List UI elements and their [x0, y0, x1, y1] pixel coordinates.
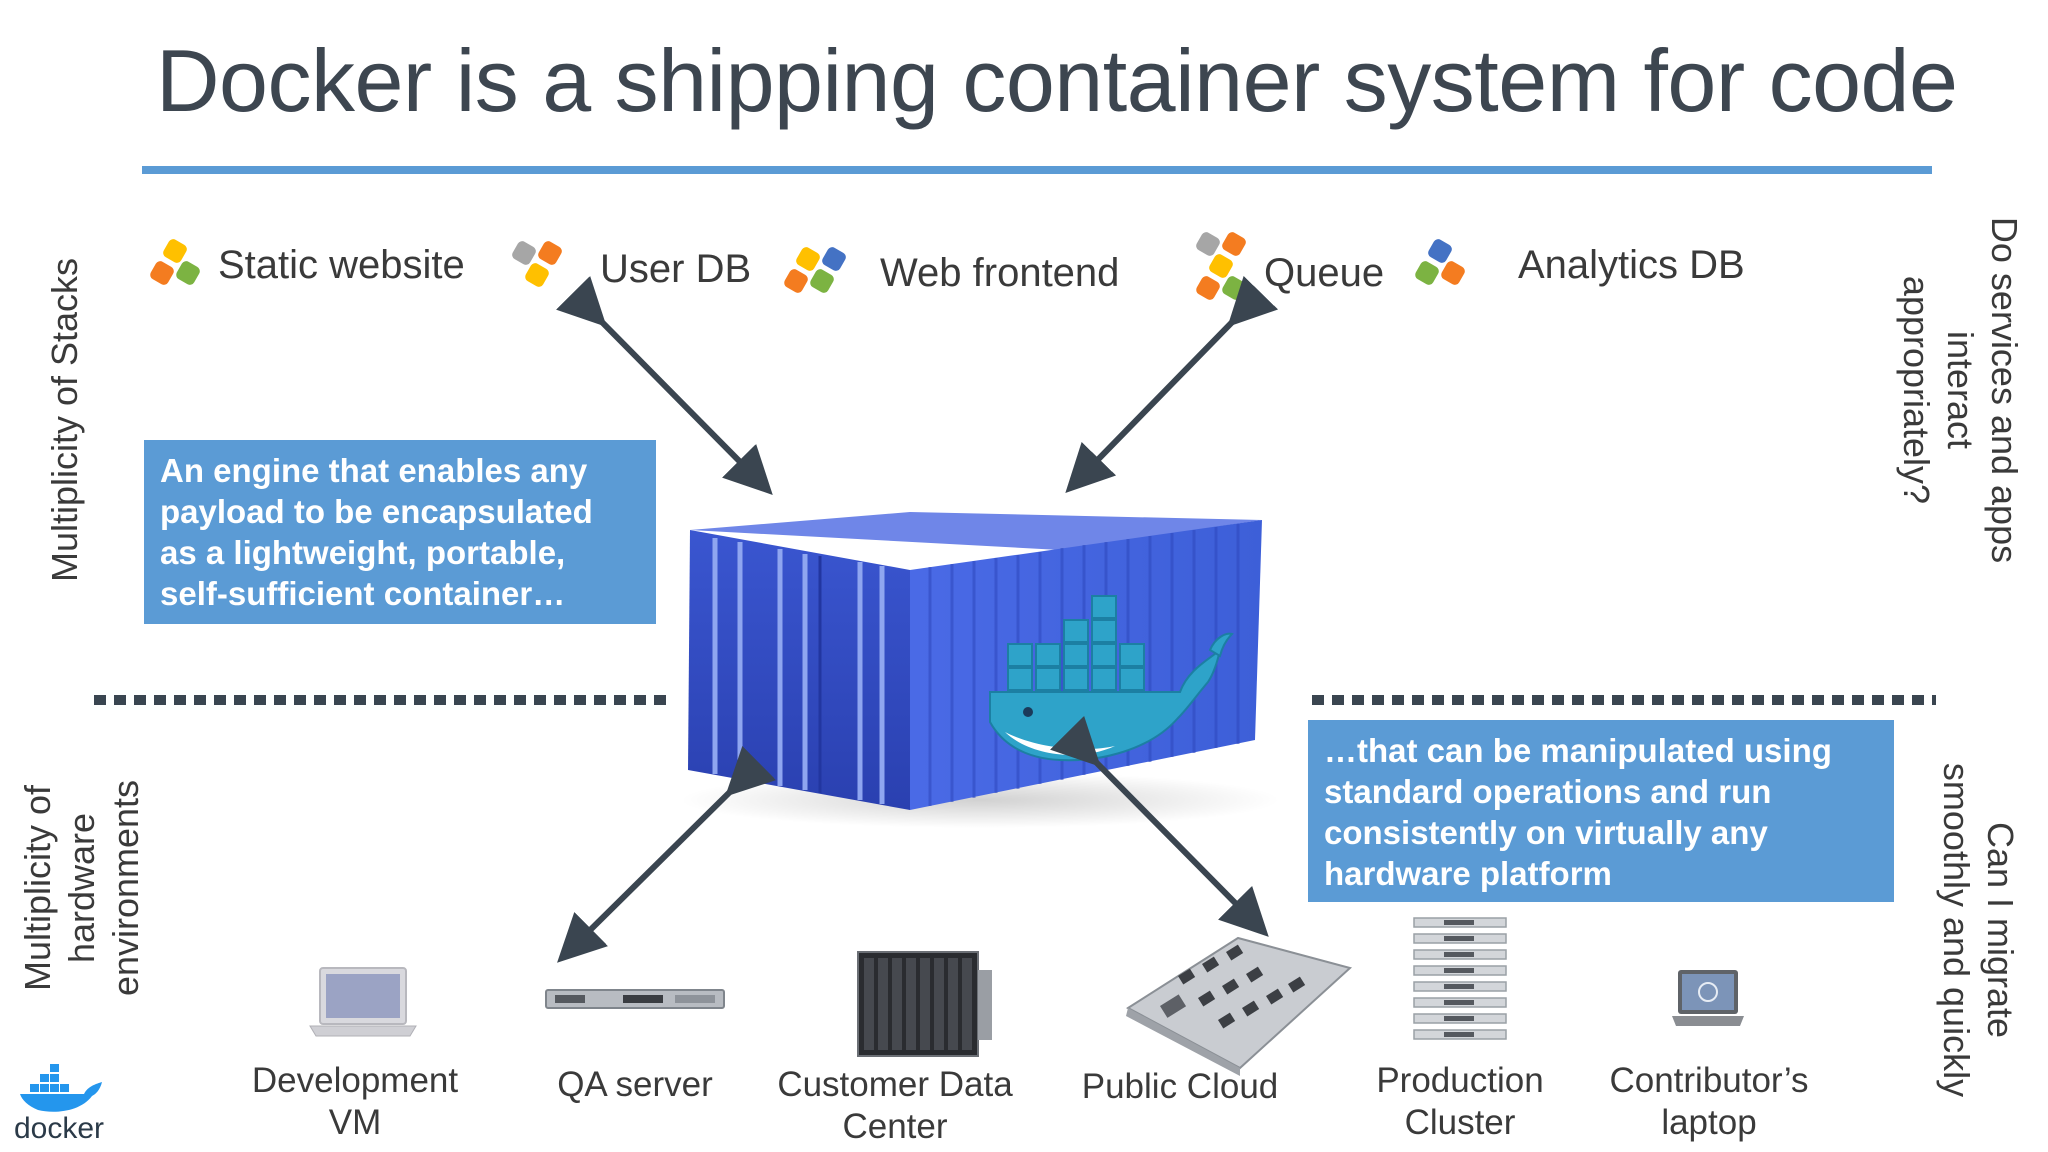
docker-logo-icon	[20, 1064, 102, 1112]
laptop-icon	[309, 967, 417, 1037]
hardware-label-qa-server: QA server	[557, 1065, 713, 1104]
dotted-divider-left	[94, 695, 666, 705]
title-underline	[142, 166, 1932, 174]
stack-analytics-db: Analytics DB	[1410, 230, 1745, 300]
arrow-queue-container	[1065, 275, 1279, 494]
stack-queue: Queue	[1194, 230, 1385, 308]
docker-logo-text: docker	[14, 1112, 105, 1145]
dotted-divider-right	[1312, 695, 1936, 705]
stack-label: Queue	[1264, 250, 1385, 295]
stack-label: Static website	[218, 242, 465, 287]
dell-laptop-icon	[1672, 970, 1744, 1026]
server-cluster-icon	[1413, 917, 1507, 1040]
blade-chassis-icon	[857, 951, 992, 1057]
manipulated-callout: …that can be manipulated using standard …	[1308, 720, 1894, 902]
page-title: Docker is a shipping container system fo…	[156, 31, 1958, 130]
rack-server-icon	[545, 989, 725, 1009]
engine-callout: An engine that enables any payload to be…	[144, 440, 656, 624]
arrow-container-public-cloud	[1049, 715, 1269, 937]
arrow-user-db-container	[555, 275, 773, 495]
stack-label: Analytics DB	[1518, 242, 1745, 287]
stack-static-website: Static website	[146, 230, 465, 300]
arrow-container-qa-server	[557, 745, 777, 963]
server-board-icon	[1126, 936, 1353, 1076]
hardware-label-public-cloud: Public Cloud	[1081, 1067, 1279, 1106]
